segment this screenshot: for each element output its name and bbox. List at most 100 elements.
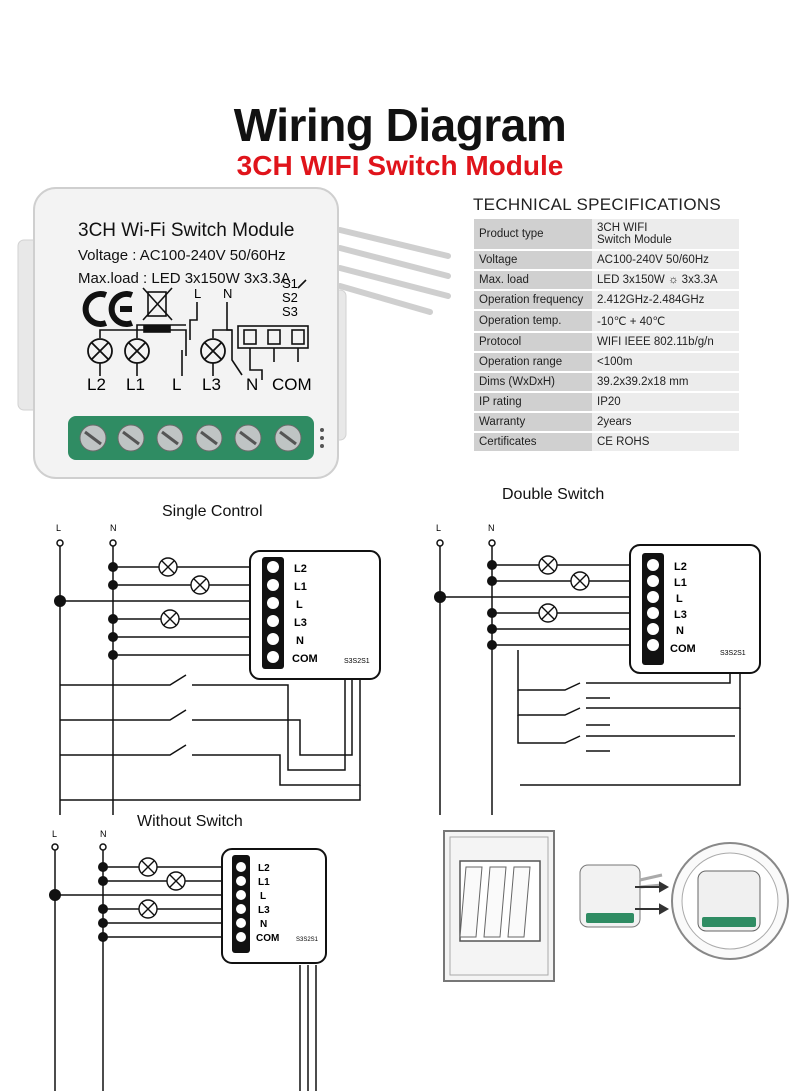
led-dots bbox=[320, 428, 324, 448]
spec-key: Max. load bbox=[474, 270, 592, 291]
single-side-labels: S3S2S1 bbox=[344, 658, 370, 665]
spec-key: Protocol bbox=[474, 332, 592, 353]
arrow-icon bbox=[635, 881, 670, 915]
without-terminal-holes bbox=[236, 862, 246, 942]
spec-value: AC100-240V 50/60Hz bbox=[592, 250, 739, 271]
wall-switch-icon bbox=[443, 830, 555, 982]
without-term-com: COM bbox=[256, 933, 279, 944]
spec-key: Operation temp. bbox=[474, 310, 592, 333]
spec-value: WIFI IEEE 802.11b/g/n bbox=[592, 332, 739, 353]
single-term-l: L bbox=[296, 599, 303, 611]
spec-value: CE ROHS bbox=[592, 432, 739, 453]
spec-key: Product type bbox=[474, 219, 592, 251]
page-subtitle: 3CH WIFI Switch Module bbox=[236, 150, 564, 181]
single-term-l3: L3 bbox=[294, 617, 307, 629]
spec-value: <100m bbox=[592, 352, 739, 373]
module-voltage: Voltage : AC100-240V 50/60Hz bbox=[78, 247, 286, 264]
junction-dots-2 bbox=[434, 560, 497, 650]
page-title: Wiring Diagram bbox=[233, 99, 567, 151]
spec-key: Operation range bbox=[474, 352, 592, 373]
module-cables bbox=[337, 227, 451, 315]
module-terminal-n: N bbox=[246, 375, 258, 394]
without-term-l2: L2 bbox=[258, 863, 270, 874]
without-term-l: L bbox=[260, 891, 266, 902]
junction-dots bbox=[54, 562, 118, 660]
weee-bin-icon bbox=[142, 287, 173, 333]
double-switch-diagram: L N L2 L1 L L3 N COM S3S2S1 bbox=[434, 523, 761, 815]
spec-value: 2years bbox=[592, 412, 739, 433]
single-term-com: COM bbox=[292, 653, 318, 665]
module-illustration: 3CH Wi-Fi Switch Module Voltage : AC100-… bbox=[17, 187, 451, 479]
single-term-l2: L2 bbox=[294, 563, 307, 575]
module-circuit bbox=[99, 279, 309, 380]
double-term-n: N bbox=[676, 625, 684, 637]
single-wires bbox=[56, 539, 361, 815]
without-switch-label: Without Switch bbox=[137, 813, 243, 830]
module-name: 3CH Wi-Fi Switch Module bbox=[78, 220, 294, 241]
ce-mark-icon bbox=[82, 291, 134, 327]
module-terminal-l2: L2 bbox=[87, 375, 106, 394]
double-term-l3: L3 bbox=[674, 609, 687, 621]
installation-illustration bbox=[443, 830, 789, 982]
mini-module-icon bbox=[579, 864, 663, 928]
spec-value: LED 3x150W ☼ 3x3.3A bbox=[592, 270, 739, 291]
single-term-n: N bbox=[296, 635, 304, 647]
double-term-l: L bbox=[676, 593, 683, 605]
single-control-label: Single Control bbox=[162, 503, 263, 520]
wall-box-icon bbox=[671, 842, 789, 960]
spec-row: Operation range<100m bbox=[474, 352, 739, 373]
module-top-l: L bbox=[194, 286, 201, 301]
line-n-label: N bbox=[110, 523, 117, 533]
spec-value: -10℃ + 40℃ bbox=[592, 310, 739, 333]
junction-dots-3 bbox=[49, 862, 108, 942]
terminal-screws bbox=[79, 424, 302, 452]
double-lamp-icons bbox=[538, 555, 590, 623]
module-s3: S3 bbox=[282, 304, 298, 319]
double-switch-label: Double Switch bbox=[502, 486, 605, 503]
without-switch-diagram: L N L2 L1 L L3 N COM S3S2S1 bbox=[49, 829, 327, 1091]
line-l-label-3: L bbox=[52, 829, 57, 839]
without-wires bbox=[51, 843, 317, 1091]
module-terminal-l: L bbox=[172, 375, 181, 394]
module-maxload: Max.load : LED 3x150W 3x3.3A bbox=[78, 270, 291, 287]
double-term-com: COM bbox=[670, 643, 696, 655]
without-term-l3: L3 bbox=[258, 905, 270, 916]
module-top-n: N bbox=[223, 286, 232, 301]
spec-value: 2.412GHz-2.484GHz bbox=[592, 290, 739, 311]
spec-value: IP20 bbox=[592, 392, 739, 413]
line-n-label-2: N bbox=[488, 523, 495, 533]
line-l-label-2: L bbox=[436, 523, 441, 533]
double-term-l2: L2 bbox=[674, 561, 687, 573]
spec-value: 3CH WIFI Switch Module bbox=[592, 219, 739, 251]
spec-row: Dims (WxDxH)39.2x39.2x18 mm bbox=[474, 372, 739, 393]
specs-heading: TECHNICAL SPECIFICATIONS bbox=[473, 195, 722, 214]
spec-value: 39.2x39.2x18 mm bbox=[592, 372, 739, 393]
spec-row: Operation temp.-10℃ + 40℃ bbox=[474, 310, 739, 333]
single-lamp-icons bbox=[158, 557, 210, 629]
module-terminal-com: COM bbox=[272, 375, 312, 394]
lamp-icons bbox=[87, 338, 226, 364]
without-term-n: N bbox=[260, 919, 267, 930]
spec-key: Dims (WxDxH) bbox=[474, 372, 592, 393]
without-side-labels: S3S2S1 bbox=[296, 937, 319, 943]
single-terminal-holes bbox=[267, 561, 279, 663]
double-wires bbox=[436, 539, 741, 815]
module-terminal-l1: L1 bbox=[126, 375, 145, 394]
single-control-diagram: L N L2 L1 L L3 N COM S3S2S1 bbox=[54, 523, 381, 815]
line-l-label: L bbox=[56, 523, 61, 533]
spec-key: Voltage bbox=[474, 250, 592, 271]
module-terminal-l3: L3 bbox=[202, 375, 221, 394]
spec-key: IP rating bbox=[474, 392, 592, 413]
single-term-l1: L1 bbox=[294, 581, 307, 593]
double-terminal-holes bbox=[647, 559, 659, 651]
module-s2: S2 bbox=[282, 290, 298, 305]
without-term-l1: L1 bbox=[258, 877, 270, 888]
double-side-labels: S3S2S1 bbox=[720, 650, 746, 657]
